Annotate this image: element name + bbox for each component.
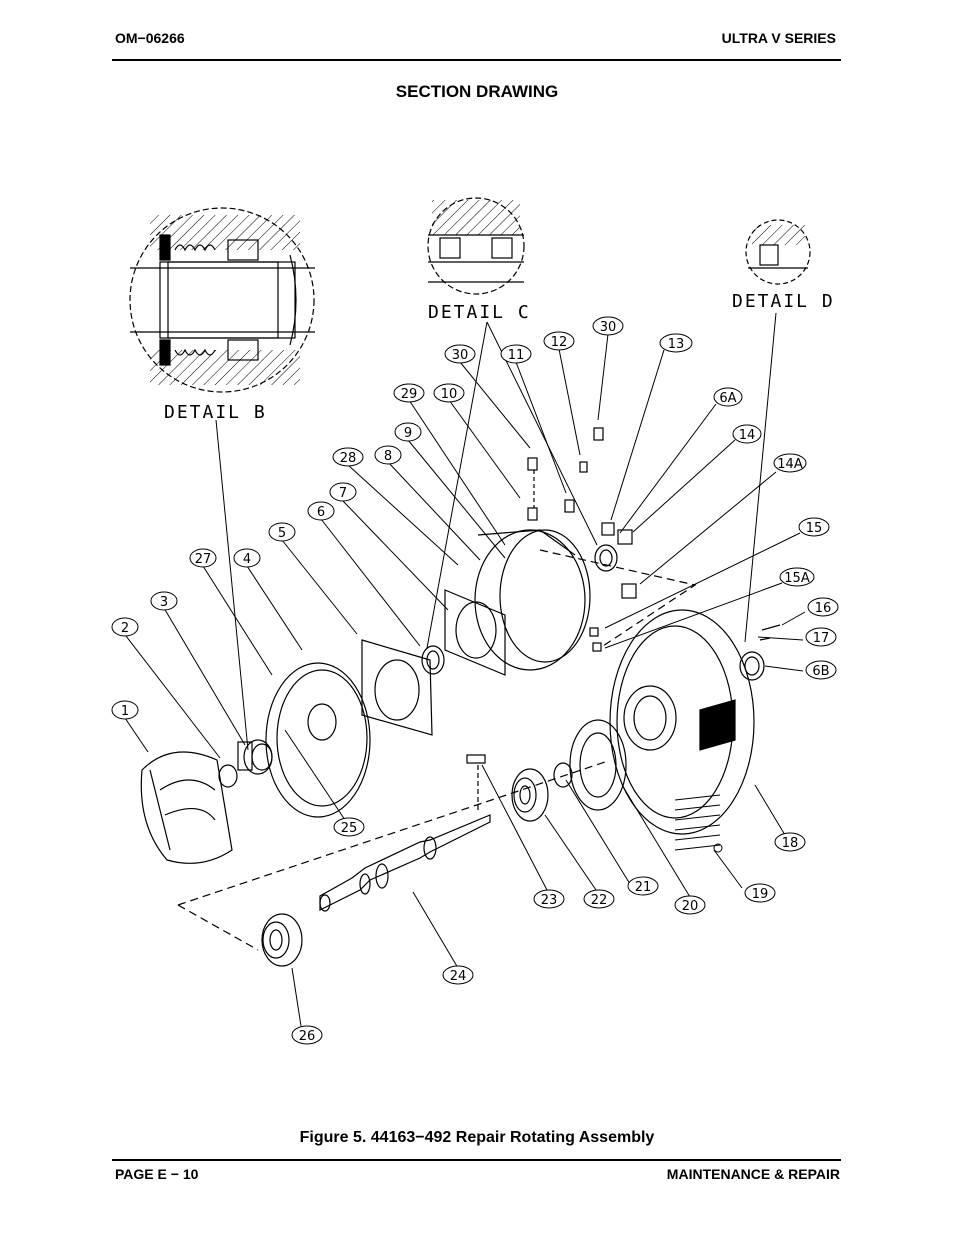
seal-ring — [218, 764, 238, 788]
callout-26: 26 — [299, 1029, 316, 1044]
gasket-5 — [361, 639, 433, 736]
exploded-assembly-drawing: DETAIL B DETAIL C DETAIL D — [111, 197, 839, 1045]
callout-24: 24 — [450, 969, 467, 984]
callout-6: 6 — [317, 505, 325, 520]
section-title: SECTION DRAWING — [395, 82, 559, 101]
callout-labels: 1 2 3 27 4 5 6 7 28 8 9 29 10 30 11 12 3… — [121, 320, 831, 1044]
callout-9: 9 — [404, 426, 412, 441]
doc-number: OM−06266 — [115, 30, 185, 46]
callout-14: 14 — [739, 428, 756, 443]
callout-21: 21 — [635, 880, 652, 895]
callout-15: 15 — [806, 521, 823, 536]
figure-caption: Figure 5. 44163−492 Repair Rotating Asse… — [299, 1129, 655, 1146]
callout-25: 25 — [341, 821, 358, 836]
callout-19: 19 — [752, 887, 769, 902]
fittings — [527, 427, 781, 652]
detail-d-view — [745, 219, 811, 285]
bearing-26 — [261, 913, 303, 967]
callout-5: 5 — [278, 526, 286, 541]
callout-30b: 30 — [600, 320, 617, 335]
callout-11: 11 — [508, 348, 525, 363]
detail-d-label: DETAIL D — [732, 291, 835, 312]
detail-c-view — [427, 197, 525, 295]
callout-8: 8 — [384, 449, 392, 464]
pump-adaptor — [609, 609, 755, 835]
housing-dashed-outline — [539, 549, 697, 649]
retaining-ring — [553, 762, 573, 788]
detail-b-view — [129, 207, 315, 393]
impeller — [140, 751, 233, 864]
shaft-dashed-outline — [177, 761, 606, 951]
callout-30a: 30 — [452, 348, 469, 363]
callout-22: 22 — [591, 893, 608, 908]
callout-16: 16 — [815, 601, 832, 616]
callout-20: 20 — [682, 899, 699, 914]
callout-4: 4 — [243, 552, 251, 567]
callout-27: 27 — [195, 552, 212, 567]
callout-13: 13 — [668, 337, 685, 352]
callout-12: 12 — [551, 335, 568, 350]
detail-b-label: DETAIL B — [164, 402, 267, 423]
callout-1: 1 — [121, 704, 129, 719]
callout-bubbles — [111, 316, 839, 1045]
callout-2: 2 — [121, 621, 129, 636]
callout-3: 3 — [160, 595, 168, 610]
callout-6a: 6A — [719, 391, 736, 406]
oil-seal-6b — [739, 651, 765, 681]
shaft-seal — [237, 739, 273, 775]
page-number: PAGE E − 10 — [115, 1166, 199, 1182]
detail-c-label: DETAIL C — [428, 302, 531, 323]
bearing-22 — [511, 768, 549, 822]
seal-plate — [265, 662, 371, 818]
callout-28: 28 — [340, 451, 357, 466]
key-23 — [466, 754, 486, 764]
footer-rule — [112, 1159, 841, 1161]
series-title: ULTRA V SERIES — [721, 30, 836, 46]
flange-19 — [674, 794, 723, 853]
bearing-cover-gasket — [569, 719, 627, 811]
callout-17: 17 — [813, 631, 830, 646]
shaft-24 — [319, 814, 491, 912]
assembly-parts — [140, 427, 781, 967]
callout-15a: 15A — [784, 571, 810, 586]
callout-14a: 14A — [777, 457, 803, 472]
callout-23: 23 — [541, 893, 558, 908]
callout-29: 29 — [401, 387, 418, 402]
header-rule — [112, 59, 841, 61]
callout-7: 7 — [339, 486, 347, 501]
section-name: MAINTENANCE & REPAIR — [666, 1166, 840, 1182]
bearing-housing — [444, 529, 591, 676]
callout-6b: 6B — [812, 664, 829, 679]
oil-seal-6 — [421, 645, 445, 675]
callout-18: 18 — [782, 836, 799, 851]
callout-10: 10 — [441, 387, 458, 402]
